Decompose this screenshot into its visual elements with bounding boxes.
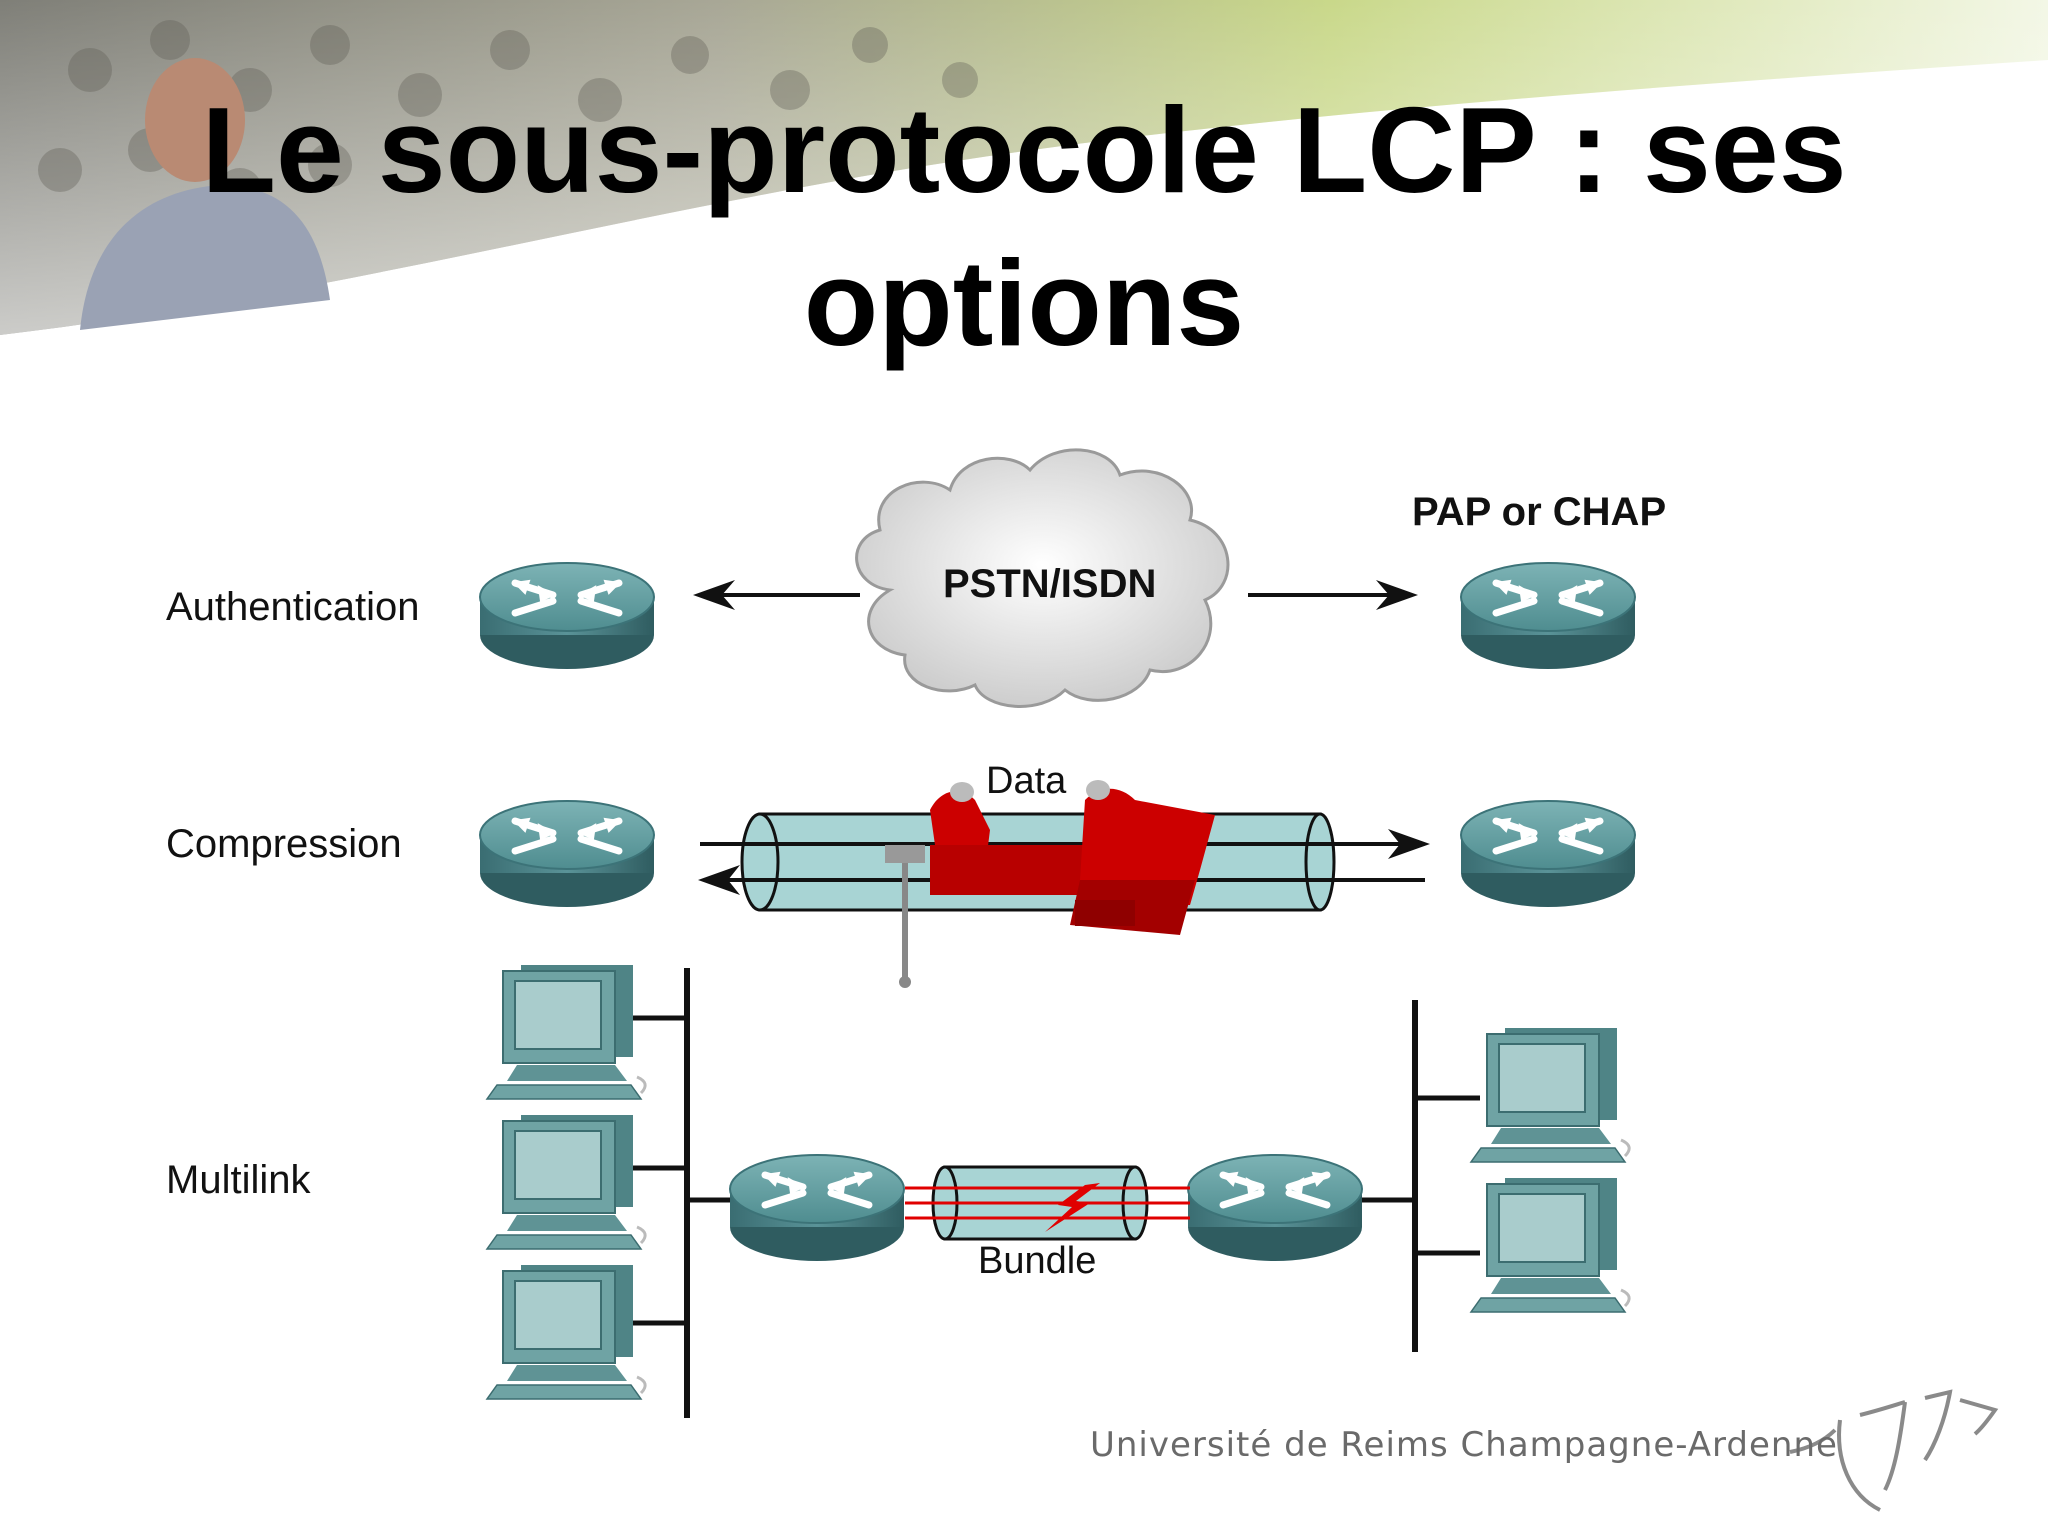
router-icon [1461, 801, 1635, 907]
multilink-row [485, 963, 1631, 1418]
bundle-pipe [905, 1165, 1190, 1241]
protocol-label: PAP or CHAP [1412, 490, 1667, 534]
page-title-line2: options [803, 235, 1245, 371]
compression-row [480, 780, 1635, 988]
router-icon [1461, 563, 1635, 669]
row-label-multilink: Multilink [166, 1158, 311, 1202]
authentication-row [480, 448, 1635, 708]
lecturer-figure [80, 58, 330, 330]
university-footer: Université de Reims Champagne-Ardenne [1090, 1425, 1838, 1465]
router-icon [480, 801, 654, 907]
router-icon [1188, 1155, 1362, 1261]
computer-icon [485, 1263, 647, 1401]
header-banner [0, 0, 2048, 335]
computer-icon [485, 963, 647, 1101]
cloud-label: PSTN/ISDN [943, 562, 1157, 606]
bundle-label: Bundle [978, 1240, 1097, 1282]
cloud-icon [855, 448, 1230, 708]
computer-icon [1469, 1026, 1631, 1164]
router-icon [480, 563, 654, 669]
computer-icon [485, 1113, 647, 1251]
arrow-to-left-router [693, 580, 860, 610]
row-label-authentication: Authentication [166, 585, 420, 629]
row-label-compression: Compression [166, 822, 402, 866]
data-label: Data [986, 760, 1067, 802]
lightning-icon [1045, 1183, 1100, 1232]
university-logo [1789, 1389, 1999, 1512]
arrow-to-right-router [1248, 580, 1418, 610]
vise-icon [885, 780, 1215, 988]
router-icon [730, 1155, 904, 1261]
page-title-line1: Le sous-protocole LCP : ses [201, 82, 1847, 218]
computer-icon [1469, 1176, 1631, 1314]
arrow-right-top [700, 829, 1430, 859]
